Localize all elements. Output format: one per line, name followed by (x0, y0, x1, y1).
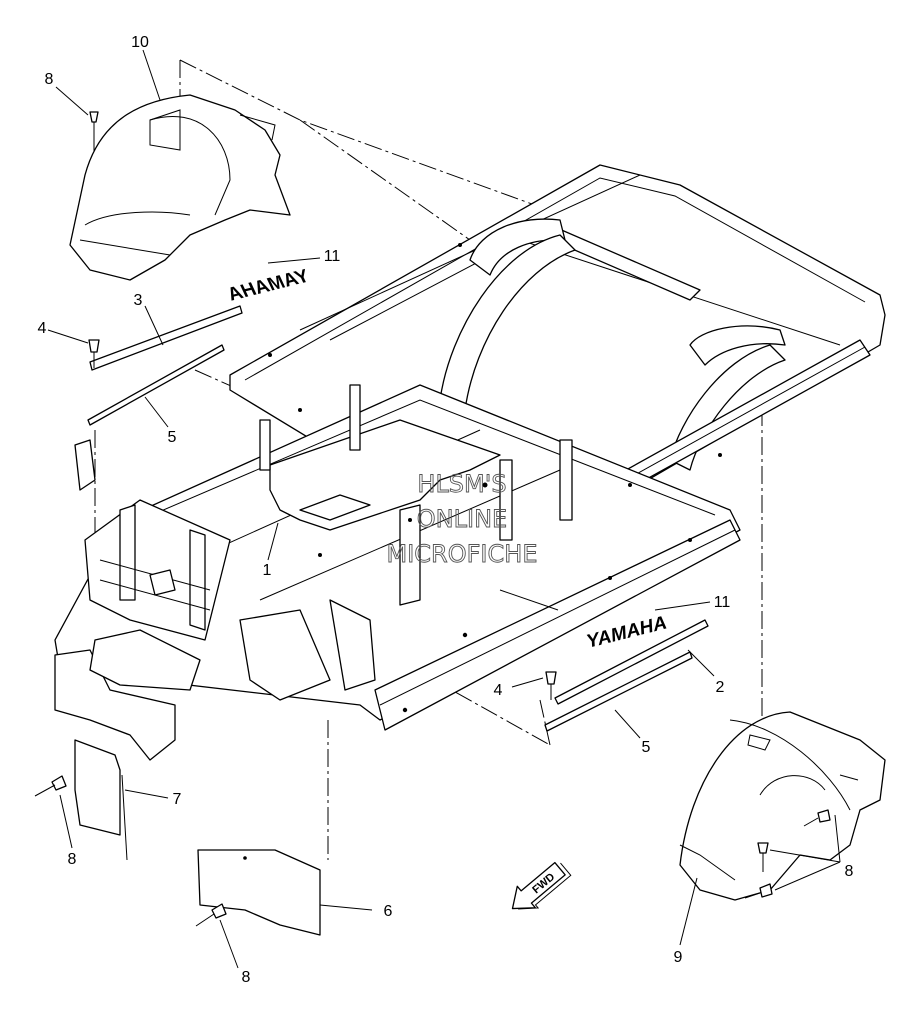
main-frame (54, 164, 886, 761)
watermark: HLSM'S ONLINE MICROFICHE (386, 470, 538, 569)
callout-side-rail-left: 3 (134, 292, 143, 309)
rivet-rear-fender-icon (89, 111, 99, 152)
callout-strip-right: 5 (642, 739, 651, 756)
strip-left (87, 344, 225, 426)
callout-side-rail-right: 2 (716, 679, 725, 696)
rivet-flap-large-icon (195, 903, 227, 927)
watermark-line-1: HLSM'S (417, 470, 506, 498)
callout-rivet-front-fender: 8 (845, 863, 854, 880)
mud-flap-small (74, 739, 128, 861)
callout-rivet-flap-large: 8 (242, 969, 251, 986)
callout-labels: 10 8 11 3 4 5 1 11 4 2 5 7 8 6 8 8 9 (38, 34, 854, 986)
mud-flap-large (197, 849, 321, 936)
callout-rear-fender: 10 (131, 34, 149, 51)
callout-decal-bottom: 11 (714, 594, 731, 611)
rivet-flap-small-icon (34, 775, 67, 797)
side-rail-right (554, 619, 709, 705)
decal-mirrored: YAMAHA (226, 266, 311, 306)
callout-decal-top: 11 (324, 248, 341, 265)
fwd-arrow-icon: FWD (511, 861, 572, 910)
callout-rivet-right: 4 (494, 682, 503, 699)
callout-mud-flap-small: 7 (173, 791, 182, 808)
rivet-right-icon (545, 671, 557, 700)
callout-strip-left: 5 (168, 429, 177, 446)
callout-rivet-rear-fender: 8 (45, 71, 54, 88)
side-rail-left (89, 305, 243, 371)
decal-mirrored-text: YAMAHA (226, 266, 311, 306)
leader-lines (47, 49, 841, 969)
front-fender (679, 711, 886, 901)
callout-front-fender: 9 (674, 949, 683, 966)
callout-frame: 1 (263, 562, 272, 579)
callout-mud-flap-large: 6 (384, 903, 393, 920)
rivet-front-fender-icon (744, 809, 831, 899)
rivet-left-icon (88, 339, 100, 368)
watermark-line-3: MICROFICHE (387, 540, 538, 568)
watermark-line-2: ONLINE (417, 505, 507, 533)
callout-rivet-flap-small: 8 (68, 851, 77, 868)
rear-fender (69, 94, 291, 281)
strip-right (544, 651, 693, 732)
callout-rivet-left: 4 (38, 320, 47, 337)
